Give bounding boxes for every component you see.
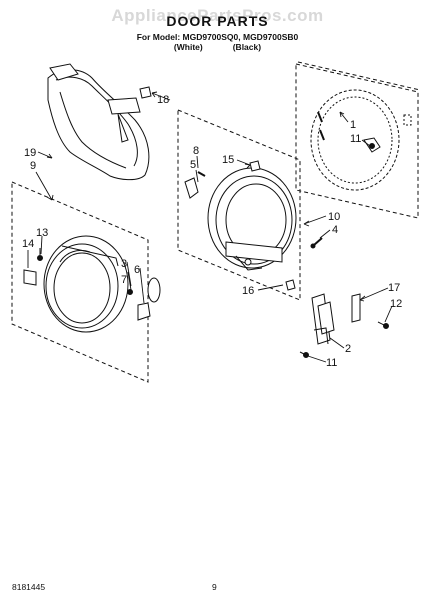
document-id: 8181445 <box>12 582 46 592</box>
hinge-screw <box>377 321 389 329</box>
callout-1: 1 <box>350 119 356 131</box>
callout-17: 17 <box>388 282 400 294</box>
page-number: 9 <box>212 582 217 592</box>
callout-9: 9 <box>30 160 36 172</box>
variant-black: (Black) <box>232 42 262 52</box>
callout-15: 15 <box>222 154 234 166</box>
handle-screw <box>37 248 43 261</box>
callout-12: 12 <box>390 298 402 310</box>
page-title: DOOR PARTS <box>166 13 269 29</box>
callout-13: 13 <box>36 227 48 239</box>
keeper-screw <box>197 171 206 177</box>
door-hinge <box>363 137 381 153</box>
door-handle <box>23 269 37 286</box>
callout-8: 8 <box>193 145 199 157</box>
door-strike <box>137 302 151 321</box>
outer-door-box <box>11 181 149 383</box>
callout-5: 5 <box>190 159 196 171</box>
watermark: AppliancePartsPros.com <box>111 6 324 25</box>
hinge-assembly <box>311 293 335 345</box>
callout-leaders <box>27 91 393 363</box>
callout-14: 14 <box>22 238 34 250</box>
callout-10: 10 <box>328 211 340 223</box>
callout-7: 7 <box>121 274 127 286</box>
cabinet-front-panel <box>295 61 421 219</box>
callout-16: 16 <box>242 285 254 297</box>
latch-screw <box>310 237 323 249</box>
inner-door <box>207 167 297 271</box>
door-trim-clip <box>139 86 152 99</box>
callout-2: 2 <box>345 343 351 355</box>
door-gasket <box>147 277 161 303</box>
outer-door-screw <box>127 289 133 295</box>
hinge-screw-lower <box>299 351 309 358</box>
callout-11-bottom: 11 <box>326 357 337 369</box>
outer-door <box>43 235 129 333</box>
callout-11-top: 11 <box>350 133 361 145</box>
door-trim-ring <box>47 63 150 181</box>
inner-door-box <box>177 109 301 301</box>
callout-18: 18 <box>157 94 169 106</box>
callout-19: 19 <box>24 147 36 159</box>
door-bumper-lower <box>285 279 296 291</box>
door-latch-keeper <box>184 177 199 199</box>
model-line: For Model: MGD9700SQ0, MGD9700SB0 <box>136 32 299 42</box>
variant-white: (White) <box>173 42 203 52</box>
callout-6: 6 <box>134 264 140 276</box>
color-variants: (White) (Black) <box>0 42 435 52</box>
door-bumper <box>249 160 261 172</box>
callout-4: 4 <box>332 224 338 236</box>
callout-3: 3 <box>121 258 127 270</box>
hinge-cover <box>351 293 361 323</box>
